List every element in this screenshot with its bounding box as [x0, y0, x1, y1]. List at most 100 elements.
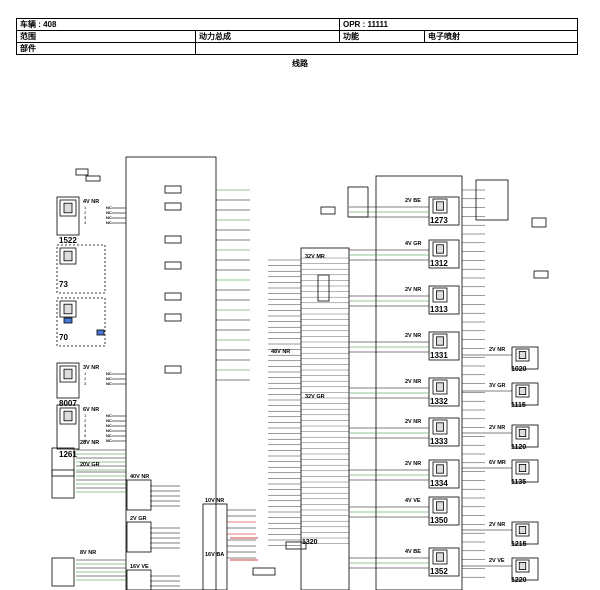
component-1135	[511, 459, 539, 483]
component-1334	[428, 459, 460, 489]
component-1350	[428, 496, 460, 526]
component-icon-inner	[436, 201, 444, 211]
pin-signal: NC	[106, 428, 112, 433]
component-id-1215: 1215	[511, 541, 527, 548]
function-box	[164, 185, 182, 194]
component-id-1020: 1020	[511, 366, 527, 373]
connector-label: 4V NR	[83, 199, 99, 205]
component-icon-inner	[63, 368, 73, 380]
component-70-dashed	[56, 297, 106, 347]
page-title: 线路	[292, 59, 308, 68]
pin-number: 4	[84, 220, 87, 225]
connector-label: 4V BE	[405, 549, 421, 555]
component-73-dashed	[56, 244, 106, 294]
connector-label: 4V GR	[405, 241, 422, 247]
pin-signal: NC	[106, 376, 112, 381]
connector-label: 2V GR	[130, 516, 147, 522]
connector-label: 6V MR	[489, 460, 506, 466]
component-id-1313: 1313	[430, 305, 448, 314]
component-id-70: 70	[59, 333, 68, 342]
title-block: 车辆 : 408 OPR : 11111 范围 动力总成 功能 电子喷射 部件	[16, 18, 578, 55]
fuse-box	[252, 567, 276, 576]
component-icon-inner	[436, 290, 444, 300]
component-1215	[511, 521, 539, 545]
component-id-1352: 1352	[430, 567, 448, 576]
component-id-1261: 1261	[59, 450, 77, 459]
component-id-1334: 1334	[430, 479, 448, 488]
component-id-1331: 1331	[430, 351, 448, 360]
component-icon-inner	[63, 303, 73, 315]
function-box	[164, 292, 182, 301]
mid-connector-block	[126, 479, 152, 511]
connector-label: 2V NR	[489, 347, 505, 353]
blue-marker	[96, 329, 105, 336]
component-icon-inner	[518, 526, 527, 535]
connector-label: 3V GR	[489, 383, 506, 389]
main-harness-left	[125, 156, 217, 590]
component-id-1120: 1120	[511, 444, 526, 451]
component-1332	[428, 377, 460, 407]
component-icon-inner	[436, 382, 444, 392]
pin-number: 2	[84, 376, 87, 381]
function-box	[164, 261, 182, 270]
mid-connector-block	[126, 569, 152, 590]
connector-label: 20V GR	[80, 462, 100, 468]
connector-label: 2V NR	[489, 522, 505, 528]
component-icon-inner	[518, 386, 527, 395]
function-box	[164, 202, 182, 211]
splice-block	[347, 186, 369, 218]
function-box	[164, 365, 182, 374]
blue-marker	[63, 317, 73, 324]
pin-number: 3	[84, 423, 87, 428]
ref-box	[320, 206, 336, 215]
connector-label: 2V NR	[405, 287, 421, 293]
component-1313	[428, 285, 460, 315]
component-1115	[511, 382, 539, 406]
connector-label: 4V VE	[405, 498, 421, 504]
component-id-1522: 1522	[59, 236, 77, 245]
component-1020	[511, 346, 539, 370]
connector-label: 16V BA	[205, 552, 224, 558]
component-icon-inner	[436, 422, 444, 432]
component-1261	[56, 404, 80, 450]
pin-signal: NC	[106, 433, 112, 438]
component-id-1333: 1333	[430, 437, 448, 446]
vehicle-cell: 车辆 : 408	[17, 19, 340, 30]
connector-block	[51, 469, 75, 499]
connector-block	[51, 557, 75, 587]
function-box	[164, 235, 182, 244]
pin-number: 5	[84, 433, 87, 438]
pin-signal: NC	[106, 413, 112, 418]
pin-signal: NC	[106, 220, 112, 225]
pin-number: 2	[84, 210, 87, 215]
connector-label: 6V NR	[83, 407, 99, 413]
ecu-connector-low: 32V GR	[305, 394, 325, 400]
component-icon-inner	[518, 562, 527, 571]
ecu-connector-top: 48V NR	[271, 349, 290, 355]
ecu-id: 1320	[302, 539, 318, 546]
component-icon-inner	[436, 552, 444, 562]
pin-number: 3	[84, 381, 87, 386]
splice-block-right	[475, 179, 509, 221]
mid-connector-block	[126, 521, 152, 553]
component-icon-inner	[63, 202, 73, 214]
ref-box	[531, 217, 547, 228]
component-8007	[56, 362, 80, 399]
function-box	[164, 313, 182, 322]
component-icon-inner	[63, 410, 73, 422]
main-harness-right	[375, 175, 463, 590]
ref-box	[75, 168, 89, 176]
pin-number: 1	[84, 205, 87, 210]
pin-signal: NC	[106, 381, 112, 386]
connector-label: 3V NR	[83, 365, 99, 371]
pin-number: 1	[84, 413, 87, 418]
component-icon-inner	[436, 464, 444, 474]
component-id-1220: 1220	[511, 577, 527, 584]
pin-signal: NC	[106, 438, 112, 443]
component-1331	[428, 331, 460, 361]
component-id-1312: 1312	[430, 259, 448, 268]
part-label: 部件	[17, 43, 196, 54]
pin-number: 4	[84, 428, 87, 433]
ref-box	[533, 270, 549, 279]
pin-number: 3	[84, 215, 87, 220]
